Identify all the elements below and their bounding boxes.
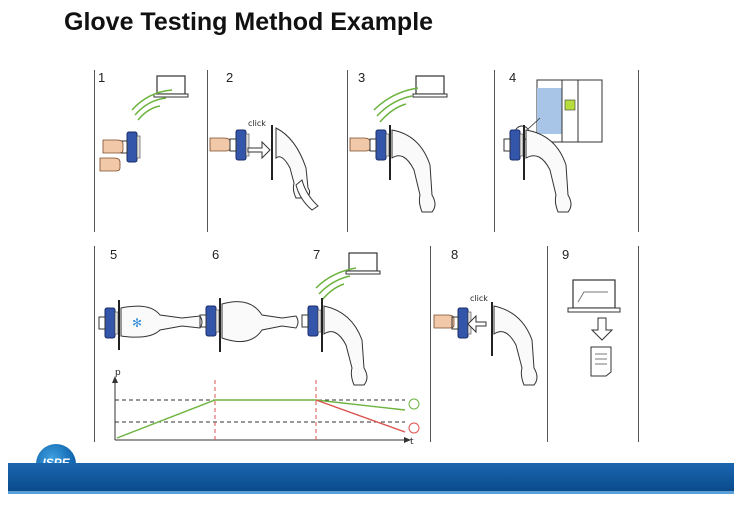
hand-icon xyxy=(102,139,124,154)
panel-4-illustration xyxy=(503,79,603,213)
hand-icon xyxy=(349,137,371,152)
step-3-number: 3 xyxy=(358,70,366,85)
laptop-icon xyxy=(345,252,381,275)
panel-7-illustration xyxy=(301,252,381,386)
divider-top-1 xyxy=(207,70,208,232)
step-6-number: 6 xyxy=(212,247,220,262)
fail-face-icon xyxy=(408,422,420,434)
divider-bottom-0 xyxy=(94,246,95,442)
report-document-icon xyxy=(590,346,612,377)
tester-device-icon xyxy=(98,307,119,339)
tester-device-icon xyxy=(120,131,141,163)
fail-curve xyxy=(315,399,406,433)
step-2-number: 2 xyxy=(226,70,234,85)
divider-top-3 xyxy=(494,70,495,232)
panel-2-illustration xyxy=(209,125,319,211)
panel-8-illustration xyxy=(433,302,538,386)
hand-icon xyxy=(99,157,121,172)
divider-top-0 xyxy=(94,70,95,232)
click-label-step-2: click xyxy=(248,119,266,128)
panel-5-illustration: ✻ xyxy=(98,300,203,350)
pressure-chart xyxy=(112,376,420,443)
divider-bottom-1 xyxy=(430,246,431,442)
divider-bottom-2 xyxy=(547,246,548,442)
panel-9-illustration xyxy=(567,279,621,377)
step-8-number: 8 xyxy=(451,247,459,262)
divider-bottom-3 xyxy=(638,246,639,442)
pass-smiley-icon xyxy=(408,398,420,410)
down-arrow-icon xyxy=(590,317,614,341)
step-5-number: 5 xyxy=(110,247,118,262)
tester-device-icon xyxy=(503,129,524,161)
slide-title: Glove Testing Method Example xyxy=(64,8,434,36)
pass-curve xyxy=(116,399,406,439)
tester-device-icon xyxy=(301,305,322,337)
step-7-number: 7 xyxy=(313,247,321,262)
panel-6-illustration xyxy=(199,298,299,352)
step-1-number: 1 xyxy=(98,70,106,85)
tester-device-icon xyxy=(451,307,472,339)
laptop-icon xyxy=(412,75,448,98)
divider-top-4 xyxy=(638,70,639,232)
laptop-icon xyxy=(572,279,616,309)
hand-icon xyxy=(209,137,231,152)
tester-device-icon xyxy=(199,305,220,337)
click-label-step-8: click xyxy=(470,294,488,303)
tester-device-icon xyxy=(369,129,390,161)
svg-text:✻: ✻ xyxy=(132,316,142,330)
tester-device-icon xyxy=(229,129,250,161)
step-9-number: 9 xyxy=(562,247,570,262)
step-4-number: 4 xyxy=(509,70,517,85)
hand-icon xyxy=(433,314,455,329)
chart-y-axis-label: p xyxy=(115,368,121,378)
divider-top-2 xyxy=(347,70,348,232)
panel-1-illustration xyxy=(99,75,189,172)
footer-bar xyxy=(8,463,734,491)
chart-x-axis-label: t xyxy=(410,437,414,447)
footer-accent-line xyxy=(8,491,734,494)
laptop-icon xyxy=(153,75,189,98)
panel-3-illustration xyxy=(349,75,448,213)
